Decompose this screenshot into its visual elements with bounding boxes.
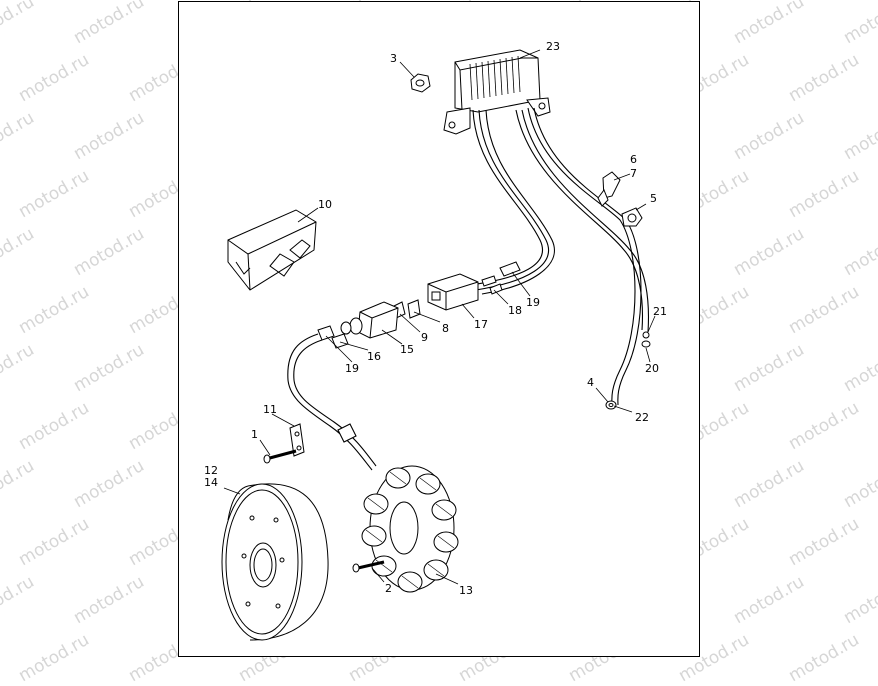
callout-10: 10 [318,198,332,211]
callout-22: 22 [635,411,649,424]
callout-21: 21 [653,305,667,318]
part-18-pins [481,275,503,295]
part-10-cover [227,209,317,291]
callout-23: 23 [546,40,560,53]
callout-2: 2 [385,582,392,595]
leader-lines [223,49,656,585]
part-6-7-clip [597,171,621,207]
part-15-plug [340,301,399,339]
part-17-connector [427,273,479,311]
callout-3: 3 [390,52,397,65]
callout-11: 11 [263,403,277,416]
callout-1: 1 [251,428,258,441]
regulator-harness [469,107,649,406]
part-5-grommet [621,207,643,227]
callout-6: 6 [630,153,637,166]
callout-18: 18 [508,304,522,317]
callout-15: 15 [400,343,414,356]
part-11-bracket [289,423,305,457]
callout-9: 9 [421,331,428,344]
callout-19-lower: 19 [345,362,359,375]
callout-numbers: 23 3 6 7 5 10 19 18 17 8 9 15 16 19 21 2… [204,40,667,597]
callout-4: 4 [587,376,594,389]
callout-16: 16 [367,350,381,363]
callout-19-upper: 19 [526,296,540,309]
part-23-regulator [443,49,551,135]
callout-14: 14 [204,476,218,489]
part-20-21-terminal [641,331,651,348]
part-12-14-flywheel [221,483,329,641]
callout-7: 7 [630,167,637,180]
part-4-22-ring-terminal [605,400,617,410]
callout-5: 5 [650,192,657,205]
part-3-nut [410,73,431,93]
part-8-seal [407,299,421,319]
part-19-terminal-upper [499,261,521,277]
part-2-screw [352,560,385,573]
callout-13: 13 [459,584,473,597]
callout-17: 17 [474,318,488,331]
callout-20: 20 [645,362,659,375]
stator-lead-wire [287,333,377,471]
callout-12: 12 [204,464,218,477]
part-1-screw [263,449,297,464]
part-13-stator [361,465,459,593]
callout-8: 8 [442,322,449,335]
exploded-parts-diagram: 23 3 6 7 5 10 19 18 17 8 9 15 16 19 21 2… [204,40,667,641]
